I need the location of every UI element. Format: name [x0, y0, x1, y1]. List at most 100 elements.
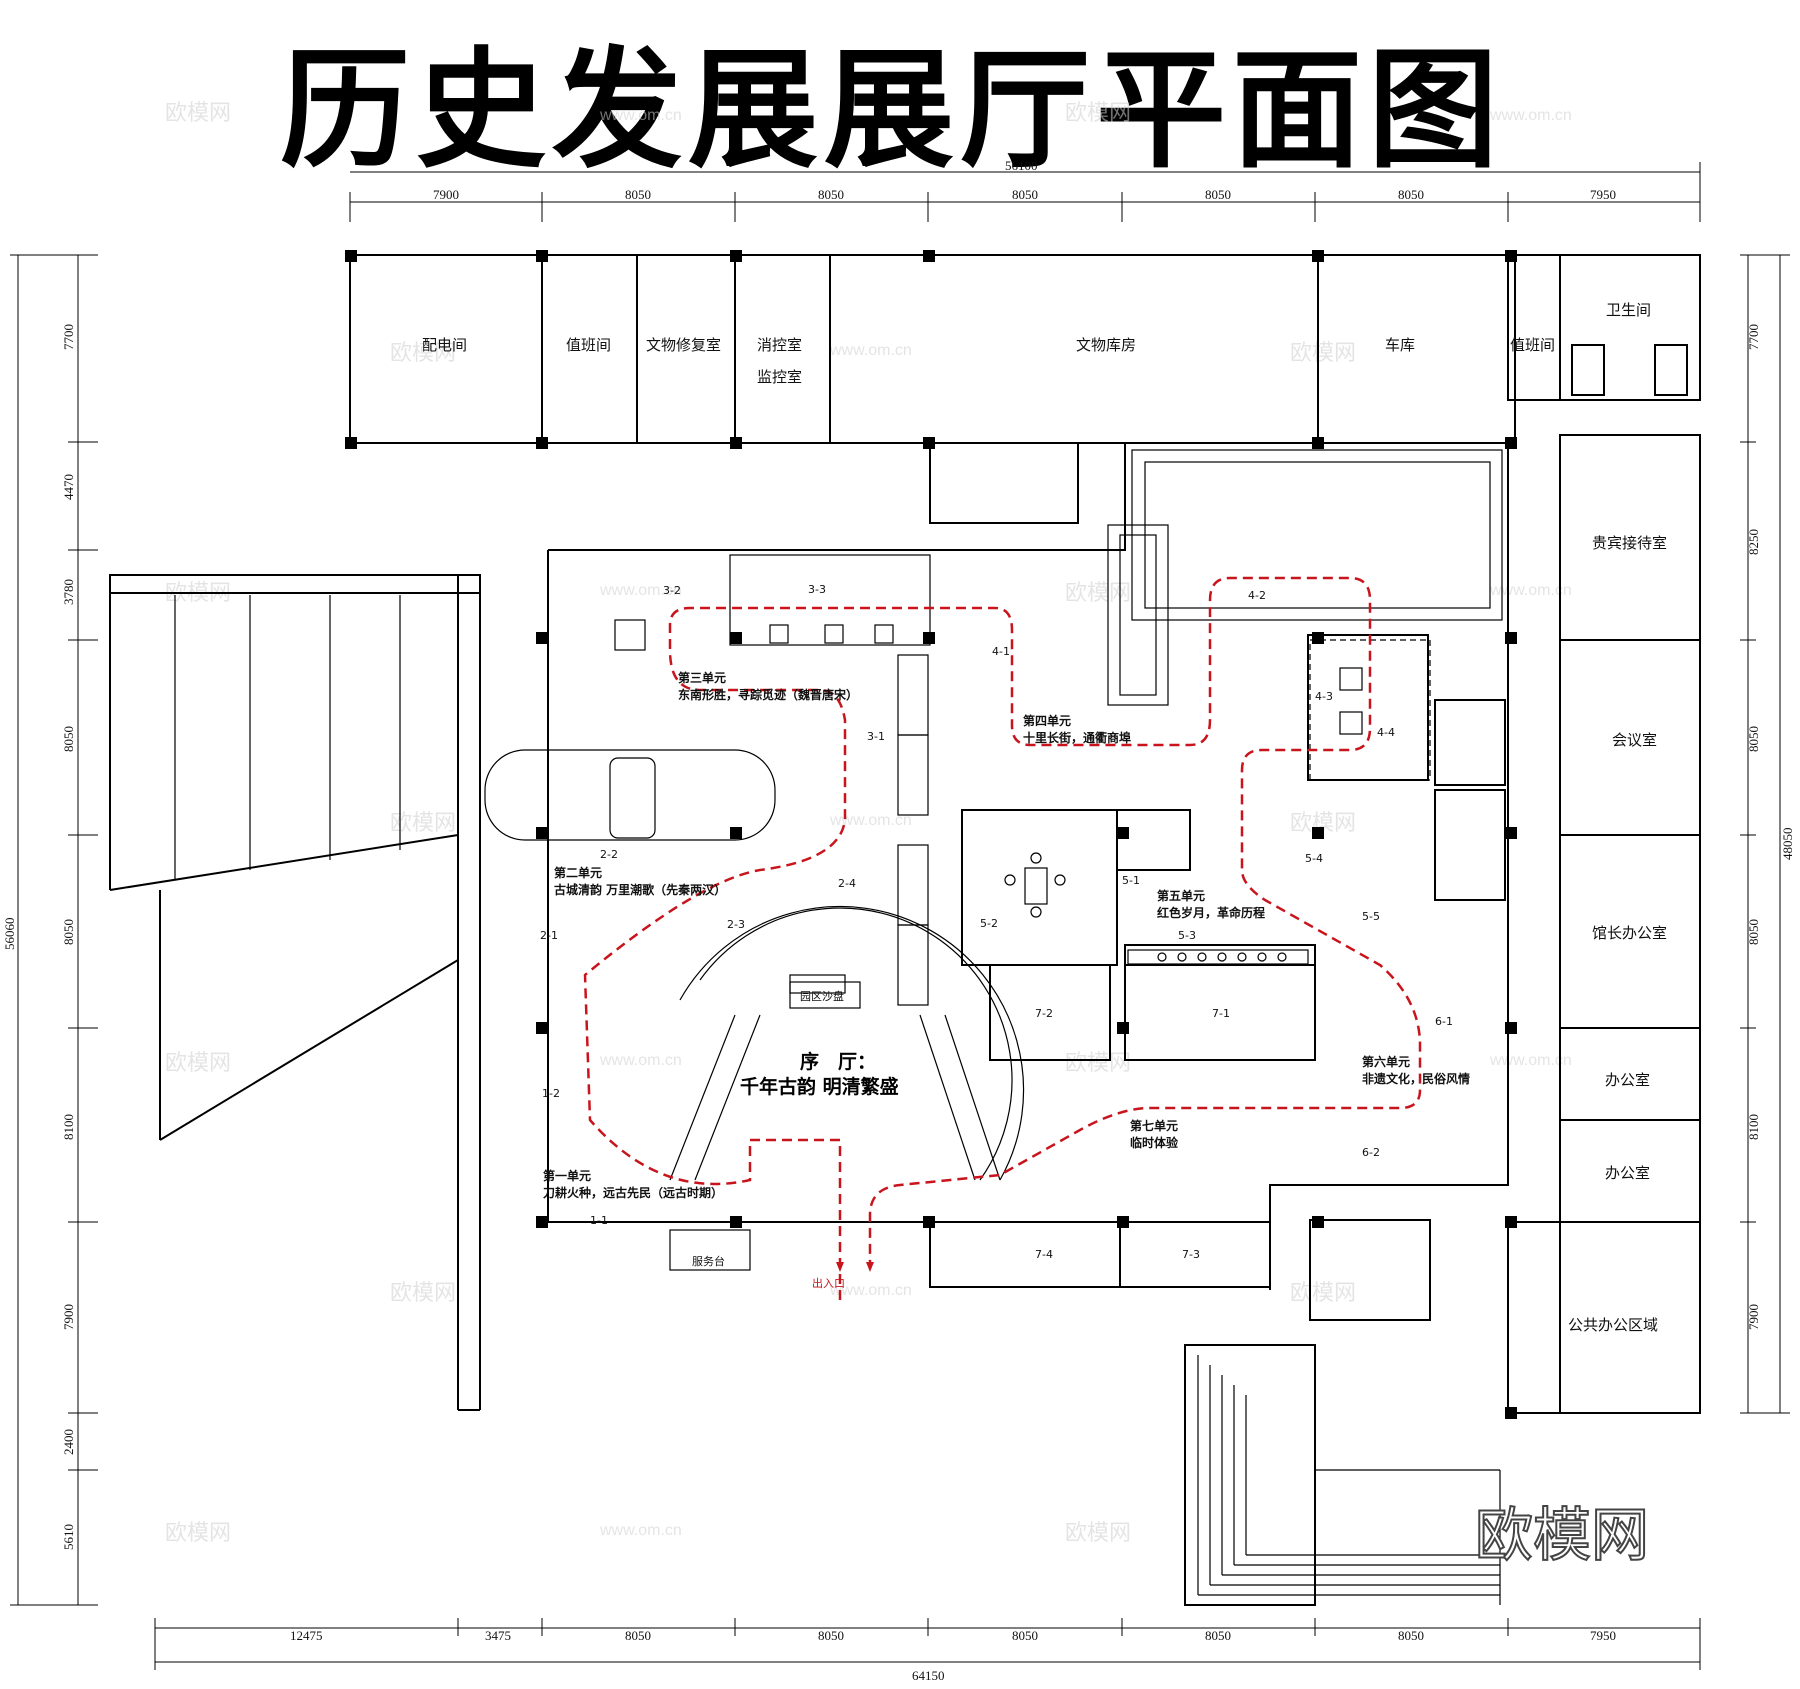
service-desk: 服务台	[692, 1254, 725, 1268]
unit-5-sub: 红色岁月，革命历程	[1157, 905, 1265, 920]
watermark-logo: 欧模网	[390, 341, 456, 366]
room-power: 配电间	[422, 336, 467, 354]
watermark-logo: 欧模网	[165, 101, 231, 126]
watermark-logo: 欧模网	[1065, 581, 1131, 606]
watermark-logo: 欧模网	[390, 811, 456, 836]
zone-label: 6-2	[1362, 1146, 1380, 1159]
zone-label: 7-3	[1182, 1248, 1200, 1261]
dimension-label: 7950	[1590, 1628, 1616, 1643]
dimension-label: 7700	[61, 324, 76, 350]
zone-label: 5-3	[1178, 929, 1196, 942]
dimension-label: 8050	[1205, 187, 1231, 202]
dimension-label: 7950	[1590, 187, 1616, 202]
room-office: 办公室	[1605, 1164, 1650, 1182]
dimension-top-total: 56100	[1005, 158, 1038, 173]
zone-label: 5-1	[1122, 874, 1140, 887]
room-meeting: 会议室	[1612, 731, 1657, 749]
zone-label: 4-2	[1248, 589, 1266, 602]
unit-1-sub: 刀耕火种，远古先民（远古时期）	[543, 1185, 723, 1200]
dimension-label: 8050	[625, 187, 651, 202]
dimension-left	[10, 254, 98, 1606]
dimension-label: 5610	[61, 1524, 76, 1550]
room-public-office: 公共办公区域	[1568, 1316, 1658, 1334]
unit-6-title: 第六单元	[1362, 1054, 1410, 1069]
sandbox-label: 园区沙盘	[800, 989, 844, 1003]
dimension-label: 8050	[818, 1628, 844, 1643]
dimension-label: 3475	[485, 1628, 511, 1643]
dimension-right-total: 48050	[1780, 828, 1795, 861]
dimension-label: 8250	[1746, 529, 1761, 555]
unit-3-sub: 东南形胜，寻踪觅迹（魏晋唐宋）	[678, 687, 858, 702]
room-monitor: 监控室	[757, 368, 802, 386]
zone-label: 7-2	[1035, 1007, 1053, 1020]
unit-7-sub: 临时体验	[1130, 1135, 1179, 1150]
watermark-url: www.om.cn	[599, 582, 682, 599]
room-restore: 文物修复室	[646, 336, 721, 354]
dimension-left-total: 56060	[2, 918, 17, 951]
unit-3-title: 第三单元	[678, 670, 726, 685]
dimension-label: 8050	[1746, 919, 1761, 945]
zone-label: 5-4	[1305, 852, 1323, 865]
entrance-label: 出入口	[812, 1276, 845, 1290]
zone-label: 1-1	[590, 1214, 608, 1227]
dimension-label: 8050	[1012, 187, 1038, 202]
dimension-label: 8050	[1205, 1628, 1231, 1643]
dimension-bottom	[154, 1618, 1701, 1670]
dimension-label: 8050	[818, 187, 844, 202]
zone-label: 4-1	[992, 645, 1010, 658]
dimension-label: 8100	[1746, 1114, 1761, 1140]
dimension-label: 7900	[433, 187, 459, 202]
zone-label: 2-2	[600, 848, 618, 861]
watermark-logo: 欧模网	[165, 1051, 231, 1076]
watermark-url: www.om.cn	[1489, 107, 1572, 124]
watermark-url: www.om.cn	[1489, 582, 1572, 599]
watermark-url: www.om.cn	[599, 107, 682, 124]
zone-label: 4-3	[1315, 690, 1333, 703]
route-arrows	[836, 1262, 874, 1272]
watermark-logo: 欧模网	[1290, 1281, 1356, 1306]
page-title: 历史发展展厅平面图	[280, 34, 1505, 186]
dimension-label: 7900	[61, 1304, 76, 1330]
unit-7-title: 第七单元	[1130, 1118, 1178, 1133]
zone-label: 3-2	[663, 584, 681, 597]
dimension-label: 3780	[61, 579, 76, 605]
room-director: 馆长办公室	[1592, 924, 1667, 942]
zone-label: 7-4	[1035, 1248, 1053, 1261]
walls	[109, 254, 1701, 1606]
zone-label: 3-1	[867, 730, 885, 743]
brand-logo: 欧模网	[1474, 1500, 1650, 1570]
unit-4-title: 第四单元	[1023, 713, 1071, 728]
dimension-label: 8050	[1746, 726, 1761, 752]
unit-2-title: 第二单元	[554, 865, 602, 880]
tour-route	[583, 576, 1422, 1300]
watermark-logo: 欧模网	[1290, 341, 1356, 366]
watermark-url: www.om.cn	[829, 342, 912, 359]
room-office: 办公室	[1605, 1071, 1650, 1089]
dimension-label: 4470	[61, 474, 76, 500]
room-toilet: 卫生间	[1606, 301, 1651, 319]
watermark-url: www.om.cn	[1489, 1052, 1572, 1069]
room-labels: 配电间 值班间 文物修复室 消控室 监控室 文物库房 车库 值班间 卫生间 贵宾…	[422, 301, 1667, 1334]
zone-label: 4-4	[1377, 726, 1395, 739]
dimension-bottom-total: 64150	[912, 1668, 945, 1683]
zone-label: 3-3	[808, 583, 826, 596]
room-vip: 贵宾接待室	[1592, 534, 1667, 552]
watermark-logo: 欧模网	[390, 1281, 456, 1306]
dimension-right	[1740, 254, 1790, 1414]
zone-labels: 1-1 1-2 2-1 2-2 2-3 2-4 3-1 3-2 3-3 4-1 …	[540, 583, 1453, 1261]
dimension-label: 8050	[61, 919, 76, 945]
zone-label: 2-4	[838, 877, 856, 890]
dimension-label: 12475	[290, 1628, 323, 1643]
dimension-label: 2400	[61, 1429, 76, 1455]
unit-4-sub: 十里长街，通衢商埠	[1023, 730, 1131, 745]
watermark-url: www.om.cn	[829, 812, 912, 829]
unit-6-sub: 非遗文化，民俗风情	[1362, 1071, 1470, 1086]
unit-labels: 第一单元 刀耕火种，远古先民（远古时期） 第二单元 古城清韵 万里潮歌（先秦两汉…	[543, 670, 1470, 1200]
unit-5-title: 第五单元	[1157, 888, 1205, 903]
zone-label: 5-5	[1362, 910, 1380, 923]
watermark-logo: 欧模网	[1065, 1521, 1131, 1546]
columns	[345, 250, 1517, 1419]
room-storage: 文物库房	[1076, 336, 1136, 354]
zone-label: 6-1	[1435, 1015, 1453, 1028]
